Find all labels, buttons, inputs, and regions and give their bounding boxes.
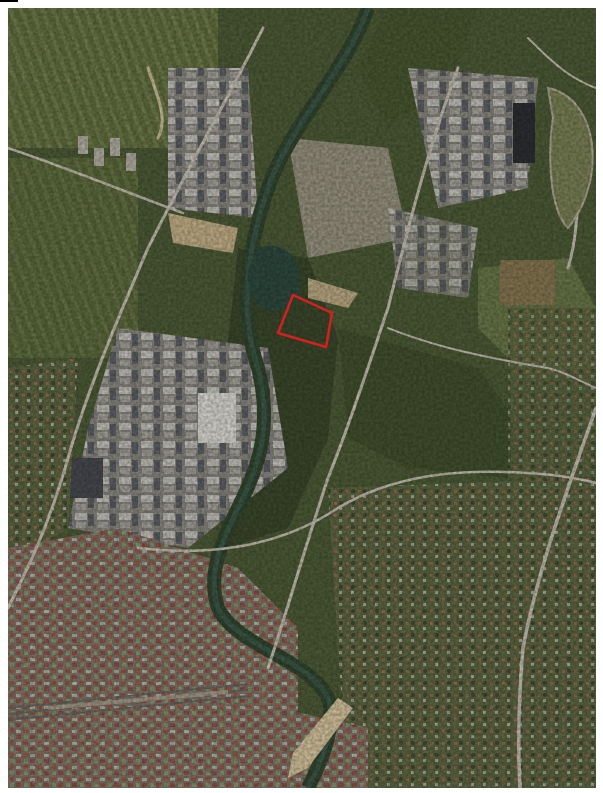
texture-overlay xyxy=(8,8,596,788)
map-canvas[interactable] xyxy=(8,8,596,788)
top-edge-mark xyxy=(0,0,18,2)
satellite-map[interactable] xyxy=(8,8,596,788)
highlighted-parcel[interactable] xyxy=(276,293,334,349)
